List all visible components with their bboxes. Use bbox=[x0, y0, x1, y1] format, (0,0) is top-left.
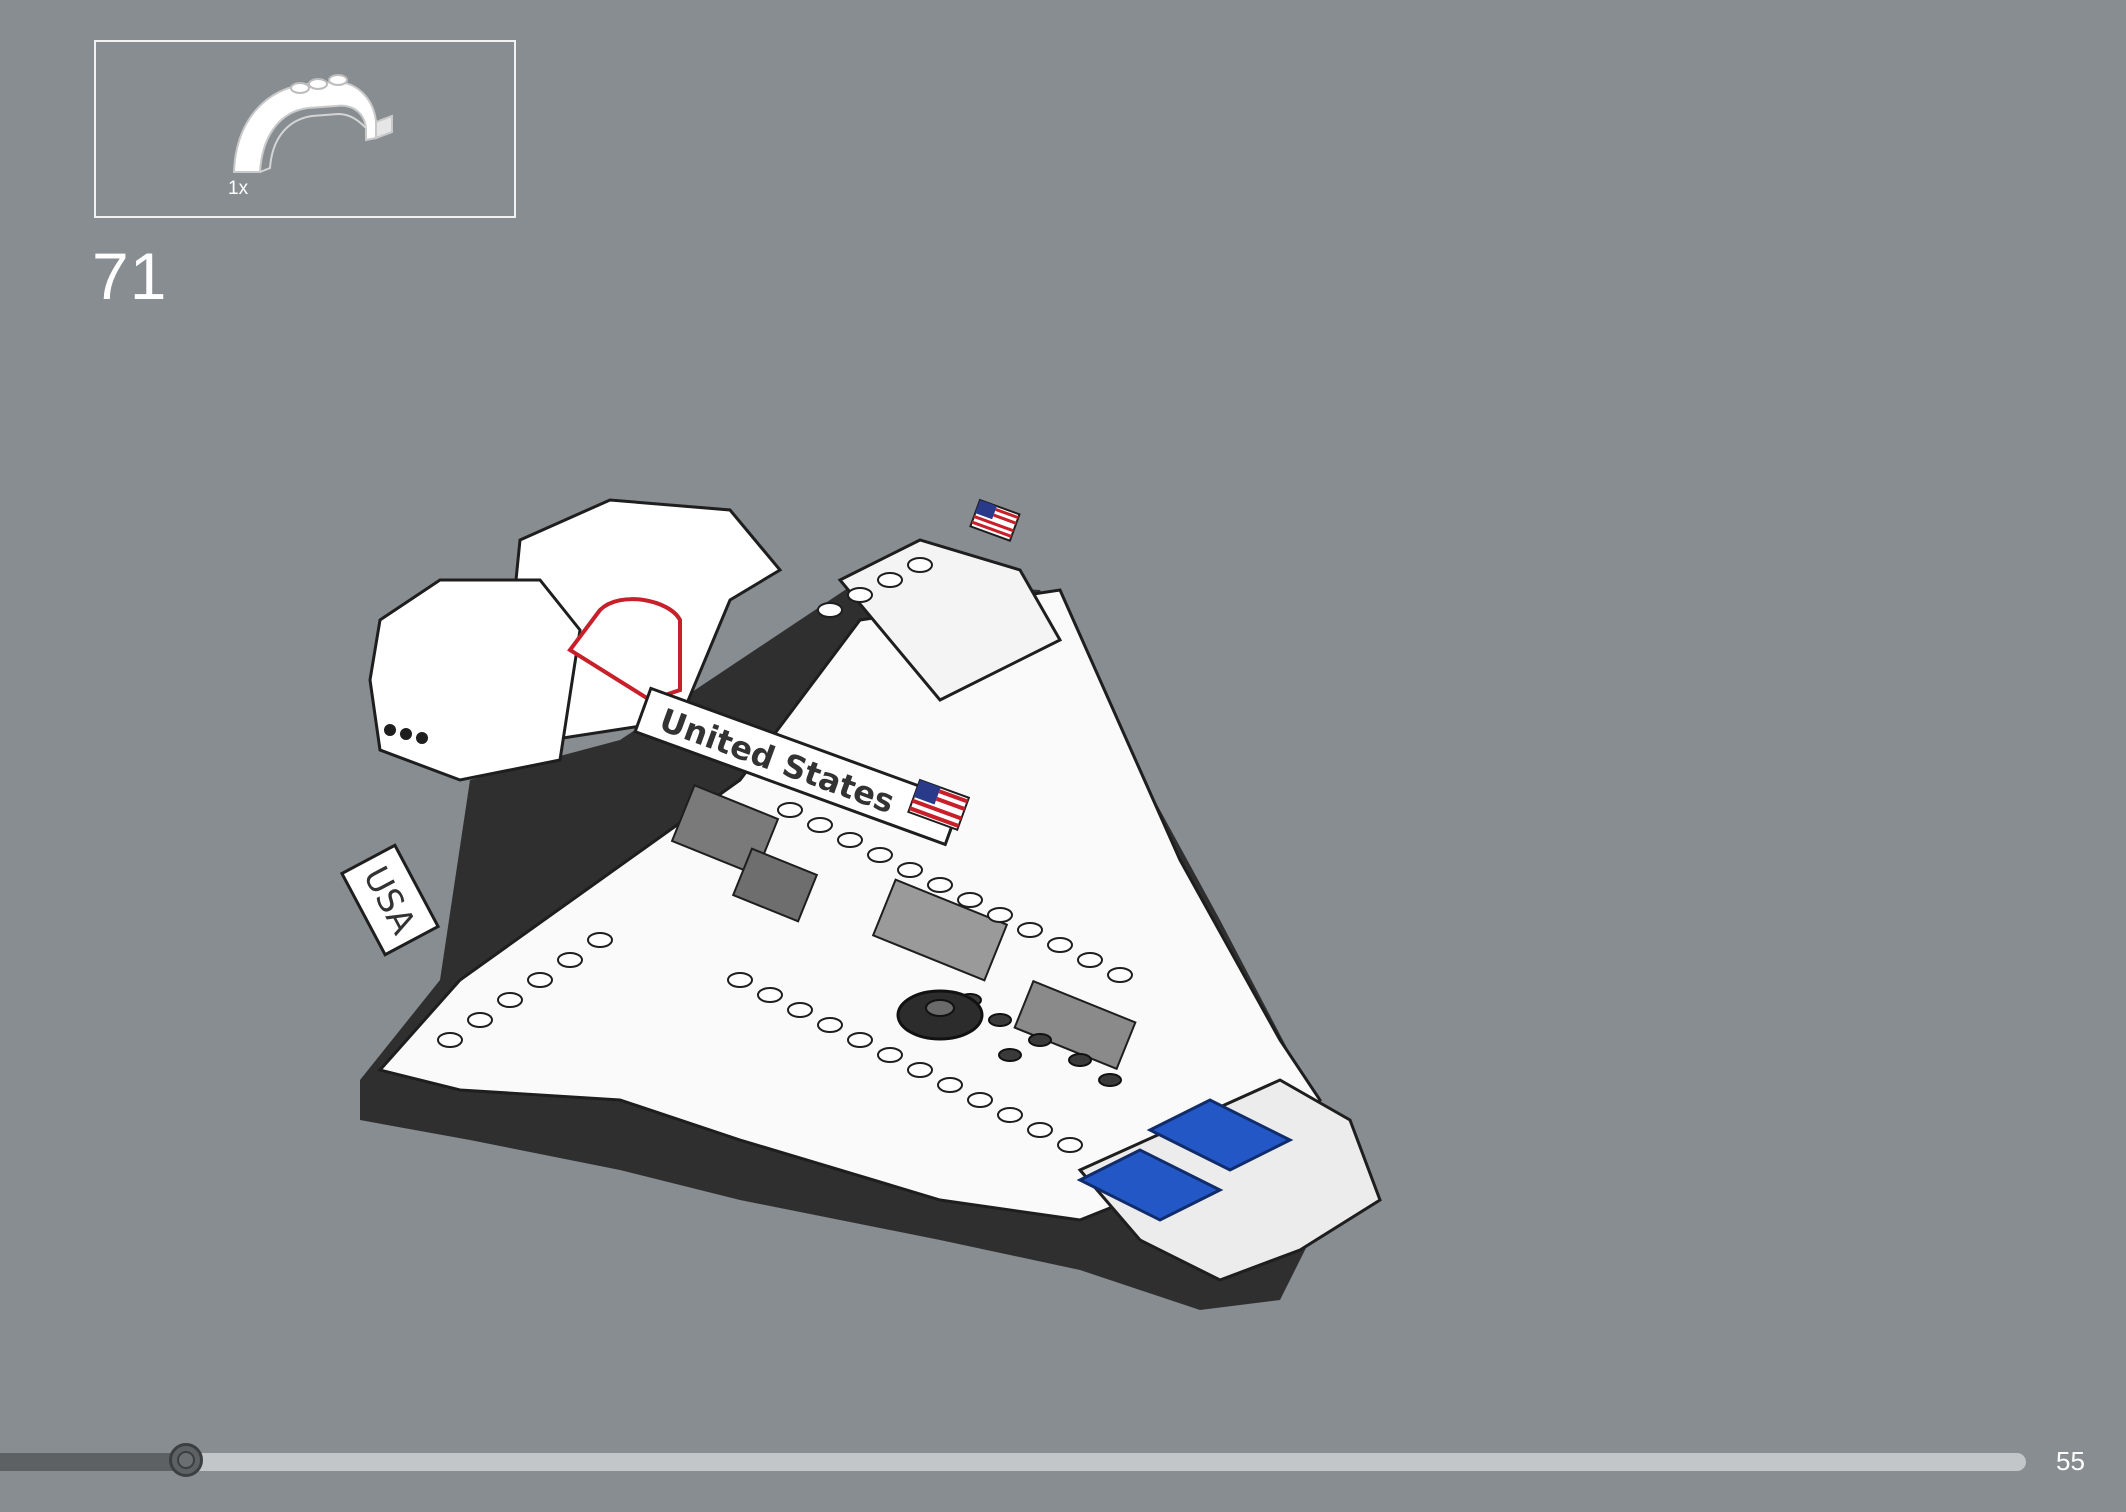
page-number: 55 bbox=[2056, 1446, 2085, 1476]
space-shuttle-model-illustration: USA United States bbox=[339, 498, 1382, 1310]
step-number: 71 bbox=[92, 239, 168, 313]
usa-decal: USA bbox=[339, 843, 441, 957]
progress-fill bbox=[0, 1453, 186, 1471]
white-arch-brick-icon bbox=[232, 74, 393, 173]
us-flag-decal-tail bbox=[969, 498, 1021, 542]
progress-slider-handle[interactable] bbox=[169, 1443, 203, 1477]
parts-callout-box: 1x bbox=[94, 40, 516, 218]
us-flag-decal bbox=[907, 778, 971, 832]
progress-bar[interactable] bbox=[0, 1443, 2026, 1477]
part-quantity: 1x bbox=[228, 178, 249, 199]
